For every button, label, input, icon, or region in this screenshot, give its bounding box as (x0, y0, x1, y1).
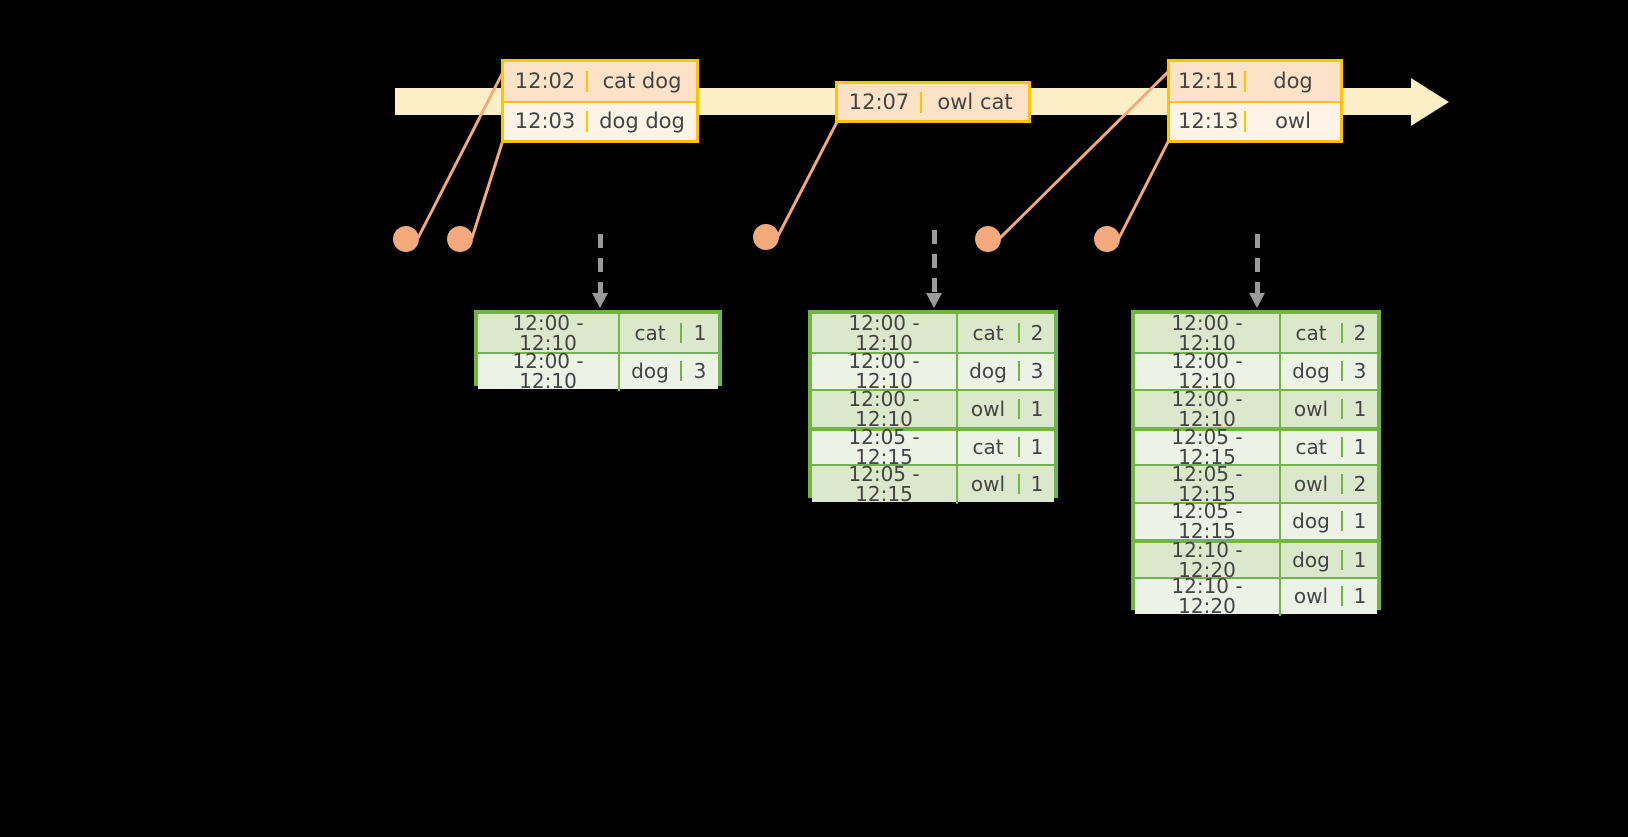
key-cell: owl (958, 398, 1020, 419)
count-cell: 2 (1353, 320, 1367, 345)
table-row: 12:05 - 12:15 cat 1 (812, 426, 1054, 468)
table-row: 12:00 - 12:10 owl 1 (1135, 388, 1377, 429)
event-dot-1 (393, 226, 419, 252)
window-cell: 12:00 - 12:10 (812, 351, 958, 392)
event-value: dog dog (599, 109, 685, 133)
event-value: dog (1273, 69, 1313, 93)
event-time: 12:13 (1170, 111, 1246, 132)
timeline-event-row: 12:02 cat dog (504, 62, 696, 101)
key-cell: dog (1281, 511, 1343, 532)
key-cell: dog (1281, 361, 1343, 382)
key-cell: dog (620, 361, 682, 382)
table-row: 12:05 - 12:15 owl 2 (1135, 463, 1377, 504)
table-row: 12:10 - 12:20 dog 1 (1135, 539, 1377, 580)
table-row: 12:00 - 12:10 dog 3 (1135, 351, 1377, 392)
count-cell: 1 (1030, 396, 1044, 421)
count-cell: 3 (1030, 359, 1044, 384)
key-cell: dog (958, 361, 1020, 382)
down-arrow-3-icon (1249, 234, 1265, 308)
count-cell: 1 (1353, 584, 1367, 609)
window-cell: 12:10 - 12:20 (1135, 576, 1281, 617)
event-time: 12:02 (504, 71, 588, 92)
count-cell: 1 (1030, 471, 1044, 496)
window-cell: 12:00 - 12:10 (812, 388, 958, 429)
down-arrow-1-icon (592, 234, 608, 308)
count-cell: 1 (1030, 435, 1044, 460)
table-row: 12:00 - 12:10 dog 3 (812, 351, 1054, 392)
count-cell: 1 (1353, 396, 1367, 421)
key-cell: cat (1281, 322, 1343, 343)
window-cell: 12:05 - 12:15 (812, 463, 958, 504)
window-cell: 12:00 - 12:10 (1135, 312, 1281, 353)
count-cell: 1 (1353, 435, 1367, 460)
result-table-3: 12:00 - 12:10 cat 2 12:00 - 12:10 dog 3 … (1131, 310, 1381, 617)
table-row: 12:00 - 12:10 cat 1 (478, 312, 718, 353)
event-dot-4 (975, 226, 1001, 252)
key-cell: cat (620, 322, 682, 343)
count-cell: 3 (693, 359, 707, 384)
event-dot-5 (1094, 226, 1120, 252)
timeline-event-row: 12:13 owl (1170, 101, 1340, 140)
table-row: 12:00 - 12:10 cat 2 (812, 312, 1054, 353)
event-value: owl cat (937, 89, 1013, 114)
window-cell: 12:05 - 12:15 (1135, 501, 1281, 542)
window-cell: 12:00 - 12:10 (812, 312, 958, 353)
event-value: cat dog (602, 69, 682, 93)
key-cell: cat (1281, 437, 1343, 458)
timeline-event-row: 12:07 owl cat (838, 84, 1028, 120)
key-cell: cat (958, 322, 1020, 343)
key-cell: owl (958, 473, 1020, 494)
table-row: 12:05 - 12:15 dog 1 (1135, 501, 1377, 542)
timeline-event-box-3: 12:11 dog 12:13 owl (1167, 59, 1343, 143)
key-cell: cat (958, 437, 1020, 458)
count-cell: 1 (1353, 509, 1367, 534)
count-cell: 3 (1353, 359, 1367, 384)
event-time: 12:11 (1170, 71, 1246, 92)
window-cell: 12:00 - 12:10 (1135, 388, 1281, 429)
table-row: 12:00 - 12:10 dog 3 (478, 351, 718, 392)
event-time: 12:07 (838, 91, 922, 113)
event-time: 12:03 (504, 111, 588, 132)
result-table-1: 12:00 - 12:10 cat 1 12:00 - 12:10 dog 3 (474, 310, 722, 392)
count-cell: 1 (1353, 547, 1367, 572)
window-cell: 12:05 - 12:15 (1135, 427, 1281, 468)
key-cell: owl (1281, 473, 1343, 494)
timeline-event-row: 12:03 dog dog (504, 101, 696, 140)
timeline-event-box-2: 12:07 owl cat (835, 81, 1031, 123)
table-row: 12:10 - 12:20 owl 1 (1135, 576, 1377, 617)
timeline-arrowhead-icon (1411, 78, 1449, 126)
window-cell: 12:00 - 12:10 (478, 312, 620, 353)
event-dot-2 (447, 226, 473, 252)
key-cell: owl (1281, 398, 1343, 419)
table-row: 12:00 - 12:10 cat 2 (1135, 312, 1377, 353)
table-row: 12:00 - 12:10 owl 1 (812, 388, 1054, 429)
count-cell: 2 (1030, 320, 1044, 345)
timeline-event-box-1: 12:02 cat dog 12:03 dog dog (501, 59, 699, 143)
window-cell: 12:05 - 12:15 (1135, 463, 1281, 504)
event-value: owl (1275, 109, 1311, 133)
timeline-event-row: 12:11 dog (1170, 62, 1340, 101)
window-cell: 12:00 - 12:10 (478, 351, 620, 392)
key-cell: dog (1281, 549, 1343, 570)
count-cell: 1 (693, 320, 707, 345)
key-cell: owl (1281, 586, 1343, 607)
window-cell: 12:10 - 12:20 (1135, 539, 1281, 580)
result-table-2: 12:00 - 12:10 cat 2 12:00 - 12:10 dog 3 … (808, 310, 1058, 504)
event-dot-3 (753, 224, 779, 250)
down-arrow-2-icon (926, 230, 942, 308)
table-row: 12:05 - 12:15 owl 1 (812, 463, 1054, 504)
window-cell: 12:05 - 12:15 (812, 427, 958, 468)
count-cell: 2 (1353, 471, 1367, 496)
window-cell: 12:00 - 12:10 (1135, 351, 1281, 392)
table-row: 12:05 - 12:15 cat 1 (1135, 426, 1377, 468)
